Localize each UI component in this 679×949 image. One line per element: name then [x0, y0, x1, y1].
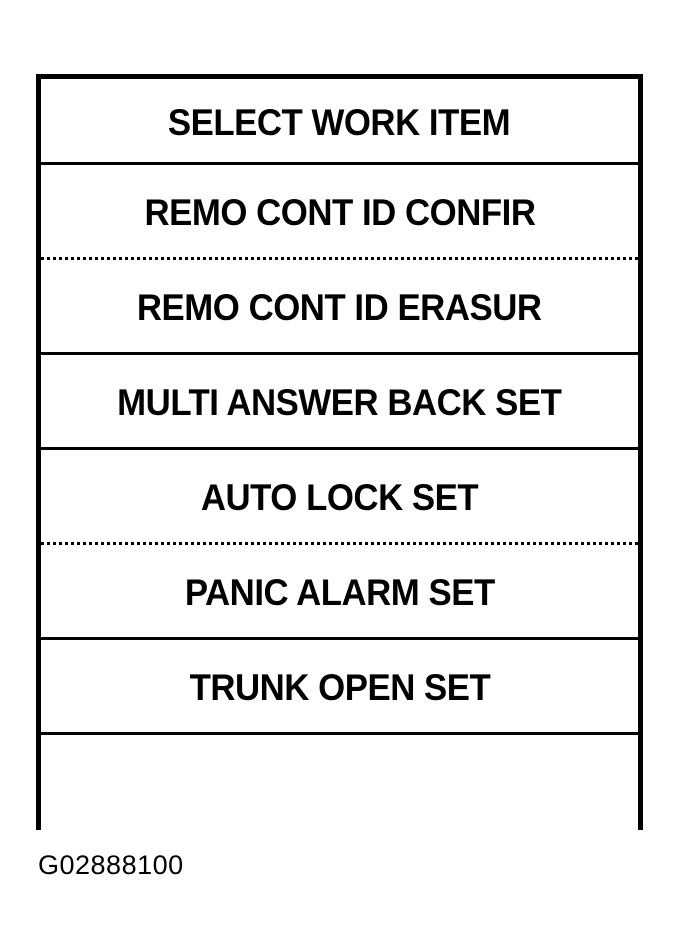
menu-item-trunk-open-set[interactable]: TRUNK OPEN SET	[41, 640, 638, 735]
menu-item-label: REMO CONT ID ERASUR	[137, 287, 542, 328]
menu-item-label: MULTI ANSWER BACK SET	[117, 382, 562, 423]
menu-item-empty[interactable]	[41, 735, 638, 834]
figure-caption: G02888100	[38, 850, 184, 880]
menu-item-label: REMO CONT ID CONFIR	[143, 192, 536, 233]
panel-header-row: SELECT WORK ITEM	[41, 79, 638, 165]
menu-item-remo-cont-id-erasur[interactable]: REMO CONT ID ERASUR	[41, 260, 638, 355]
menu-item-remo-cont-id-confir[interactable]: REMO CONT ID CONFIR	[41, 165, 638, 260]
menu-item-label: PANIC ALARM SET	[184, 572, 495, 613]
menu-item-label: TRUNK OPEN SET	[189, 667, 490, 708]
menu-item-multi-answer-back-set[interactable]: MULTI ANSWER BACK SET	[41, 355, 638, 450]
menu-item-label: AUTO LOCK SET	[200, 477, 479, 518]
menu-item-panic-alarm-set[interactable]: PANIC ALARM SET	[41, 545, 638, 640]
select-work-item-panel: SELECT WORK ITEM REMO CONT ID CONFIR REM…	[36, 74, 643, 834]
menu-item-auto-lock-set[interactable]: AUTO LOCK SET	[41, 450, 638, 545]
page-title: SELECT WORK ITEM	[168, 101, 511, 143]
